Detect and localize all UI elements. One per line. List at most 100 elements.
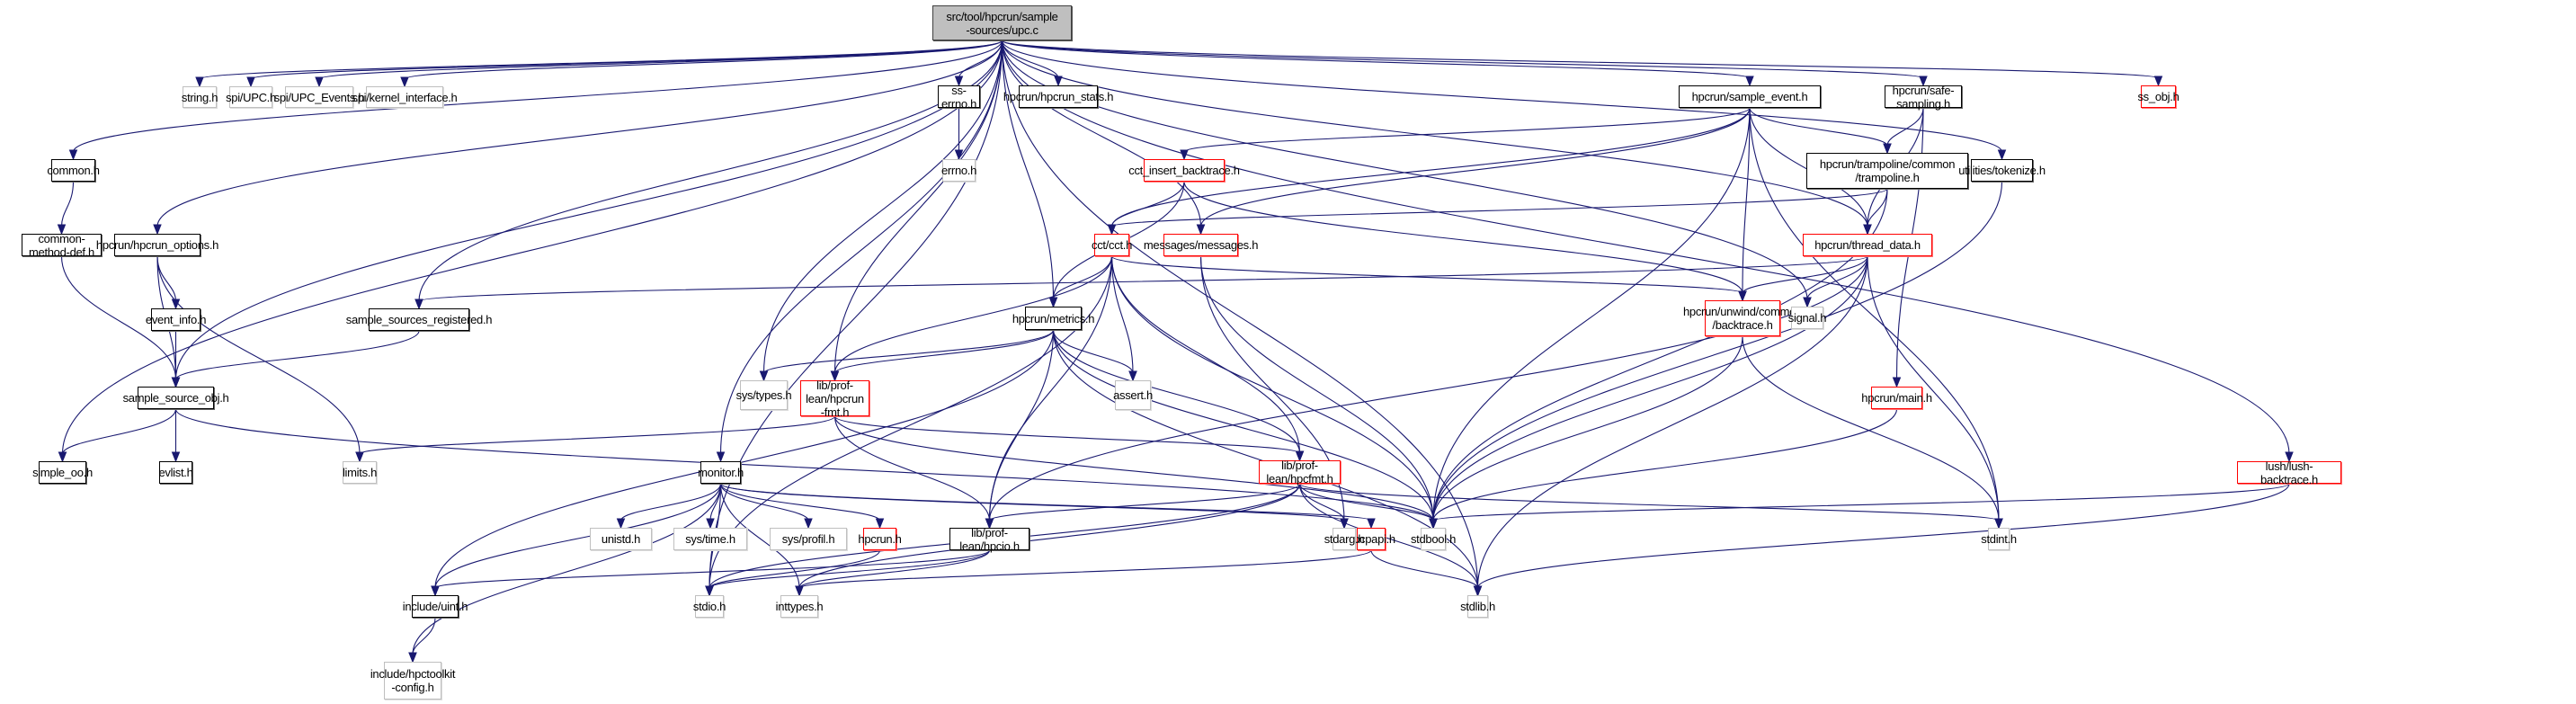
graph-node-spi-kernel-interface-h[interactable]: spi/kernel_interface.h	[352, 86, 458, 108]
edge-thread_data_h-to-stdlib_h	[1476, 255, 1868, 589]
edge-trampoline_h-to-cct_h	[1110, 188, 1888, 227]
graph-node-safe-sampling-h[interactable]: hpcrun/safe-sampling.h	[1885, 84, 1962, 111]
edge-upc_c-to-sample_sources_registered_h	[418, 40, 1003, 302]
arrowhead-icon	[171, 377, 181, 388]
edge-cct_h-to-assert_h	[1110, 255, 1134, 374]
graph-node-spi-upc-events-h[interactable]: spi/UPC_Events.h	[274, 86, 365, 108]
graph-node-sys-time-h[interactable]: sys/time.h	[673, 528, 747, 550]
graph-node-hpcrun-fmt-h[interactable]: lib/prof-lean/hpcrun -fmt.h	[800, 379, 869, 419]
arrowhead-icon	[875, 518, 885, 530]
arrowhead-icon	[153, 224, 162, 236]
edge-metrics_h-to-hpcfmt_h	[1052, 329, 1301, 454]
edge-hpcfmt_h-to-inttypes_h	[798, 483, 1301, 589]
arrowhead-icon	[1738, 290, 1747, 302]
edge-thread_data_h-to-sample_sources_registered_h	[418, 255, 1868, 302]
graph-node-ss-errno-h[interactable]: ss-errno.h	[938, 84, 980, 111]
graph-node-metrics-h[interactable]: hpcrun/metrics.h	[1012, 307, 1094, 330]
graph-node-simple-oo-h[interactable]: simple_oo.h	[32, 461, 93, 484]
edge-sample_event_h-to-stdbool_h	[1432, 107, 1751, 521]
edge-metrics_h-to-uint_h	[434, 329, 1055, 589]
graph-node-stdbool-h[interactable]: stdbool.h	[1411, 528, 1456, 550]
arrowhead-icon	[2153, 76, 2163, 87]
graph-node-stdlib-h[interactable]: stdlib.h	[1460, 595, 1495, 618]
graph-node-evlist-h[interactable]: evlist.h	[158, 461, 193, 484]
arrowhead-icon	[716, 451, 726, 463]
edge-upc_c-to-spi_upc_events_h	[318, 40, 1003, 80]
graph-node-hpcpapi-h[interactable]: hpcpapi.h	[1347, 528, 1395, 550]
edge-hpcpapi_h-to-stdlib_h	[1370, 549, 1479, 589]
edge-tokenize_h-to-stdbool_h	[1432, 181, 2003, 521]
graph-node-stdarg-h[interactable]: stdarg.h	[1324, 528, 1365, 550]
arrowhead-icon	[1997, 149, 2007, 161]
graph-node-monitor-h[interactable]: monitor.h	[698, 461, 744, 484]
graph-node-common-method-def-h[interactable]: common-method-def.h	[22, 232, 102, 259]
graph-node-messages-h[interactable]: messages/messages.h	[1144, 234, 1258, 256]
graph-node-thread-data-h[interactable]: hpcrun/thread_data.h	[1803, 234, 1932, 256]
node-label: evlist.h	[158, 466, 193, 479]
graph-node-trampoline-h[interactable]: hpcrun/trampoline/common /trampoline.h	[1806, 153, 1968, 189]
edge-upc_c-to-metrics_h	[1001, 40, 1055, 300]
graph-node-uint-h[interactable]: include/uint.h	[403, 595, 468, 618]
graph-node-event-info-h[interactable]: event_info.h	[146, 308, 206, 331]
edge-hpcpapi_h-to-inttypes_h	[798, 549, 1372, 589]
graph-node-hpcfmt-h[interactable]: lib/prof-lean/hpcfmt.h	[1259, 459, 1341, 486]
graph-node-limits-h[interactable]: limits.h	[343, 461, 377, 484]
graph-node-spi-upc-h[interactable]: spi/UPC.h	[226, 86, 276, 108]
graph-node-inttypes-h[interactable]: inttypes.h	[776, 595, 824, 618]
edge-sample_event_h-to-stdint_h	[1749, 107, 2000, 521]
graph-node-main-h[interactable]: hpcrun/main.h	[1861, 387, 1932, 409]
edge-thread_data_h-to-stdbool_h	[1432, 255, 1868, 521]
graph-node-tokenize-h[interactable]: utilities/tokenize.h	[1958, 159, 2046, 182]
arrowhead-icon	[58, 451, 67, 463]
node-label: sample_sources_registered.h	[345, 313, 493, 326]
graph-node-hpcrun-stats-h[interactable]: hpcrun/hpcrun_stats.h	[1003, 85, 1113, 108]
graph-node-signal-h[interactable]: signal.h	[1787, 307, 1827, 329]
node-label: utilities/tokenize.h	[1958, 164, 2046, 177]
edge-hpcfmt_h-to-stdlib_h	[1298, 483, 1479, 589]
edge-thread_data_h-to-signal_h	[1806, 255, 1868, 300]
node-label: signal.h	[1787, 311, 1827, 325]
arrowhead-icon	[1367, 518, 1376, 530]
graph-node-stdio-h[interactable]: stdio.h	[693, 595, 726, 618]
graph-node-upc-c: src/tool/hpcrun/sample -sources/upc.c	[932, 5, 1072, 40]
graph-node-cct-insert-backtrace-h[interactable]: cct_insert_backtrace.h	[1128, 159, 1240, 182]
graph-node-sample-event-h[interactable]: hpcrun/sample_event.h	[1679, 85, 1821, 108]
graph-node-sample-sources-registered-h[interactable]: sample_sources_registered.h	[346, 308, 493, 331]
graph-node-hpcrun-h[interactable]: hpcrun.h	[858, 528, 902, 550]
graph-node-backtrace-h[interactable]: hpcrun/unwind/common /backtrace.h	[1683, 300, 1802, 336]
edge-hpcrun_fmt_h-to-hpcfmt_h	[833, 415, 1301, 454]
edge-sample_event_h-to-messages_h	[1199, 107, 1751, 227]
graph-node-hpcrun-options-h[interactable]: hpcrun/hpcrun_options.h	[96, 234, 218, 256]
arrowhead-icon	[795, 585, 804, 597]
edge-hpcio_h-to-uint_h	[434, 549, 991, 589]
graph-node-string-h[interactable]: string.h	[182, 86, 218, 108]
arrowhead-icon	[954, 76, 964, 87]
graph-node-sys-types-h[interactable]: sys/types.h	[736, 380, 792, 410]
graph-node-unistd-h[interactable]: unistd.h	[590, 528, 652, 550]
node-label: cct/cct.h	[1092, 238, 1132, 252]
graph-node-common-h[interactable]: common.h	[47, 159, 100, 182]
graph-node-hpctoolkit-config-h[interactable]: include/hpctoolkit -config.h	[370, 662, 455, 700]
graph-node-stdint-h[interactable]: stdint.h	[1981, 528, 2017, 550]
edge-metrics_h-to-assert_h	[1052, 329, 1134, 374]
graph-node-assert-h[interactable]: assert.h	[1113, 380, 1153, 410]
edge-thread_data_h-to-backtrace_h	[1742, 255, 1868, 294]
graph-node-ss-obj-h[interactable]: ss_obj.h	[2137, 85, 2179, 108]
graph-node-errno-h[interactable]: errno.h	[941, 159, 976, 182]
edge-cct_h-to-hpcio_h	[988, 255, 1113, 521]
edge-cct_h-to-hpcfmt_h	[1110, 255, 1301, 454]
node-label: hpcrun/thread_data.h	[1814, 238, 1921, 252]
graph-node-sample-source-obj-h[interactable]: sample_source_obj.h	[123, 387, 229, 409]
graph-node-sys-profil-h[interactable]: sys/profil.h	[770, 528, 847, 550]
graph-node-lush-backtrace-h[interactable]: lush/lush-backtrace.h	[2237, 459, 2341, 486]
arrowhead-icon	[954, 149, 964, 161]
arrowhead-icon	[195, 76, 204, 88]
arrowhead-icon	[1745, 76, 1754, 87]
graph-node-cct-h[interactable]: cct/cct.h	[1092, 234, 1132, 256]
node-label: hpcrun/sample_event.h	[1691, 90, 1808, 103]
arrowhead-icon	[1803, 297, 1812, 308]
graph-node-hpcio-h[interactable]: lib/prof-lean/hpcio.h	[949, 526, 1030, 553]
edge-hpcfmt_h-to-hpcio_h	[988, 483, 1301, 521]
arrowhead-icon	[1295, 450, 1305, 462]
